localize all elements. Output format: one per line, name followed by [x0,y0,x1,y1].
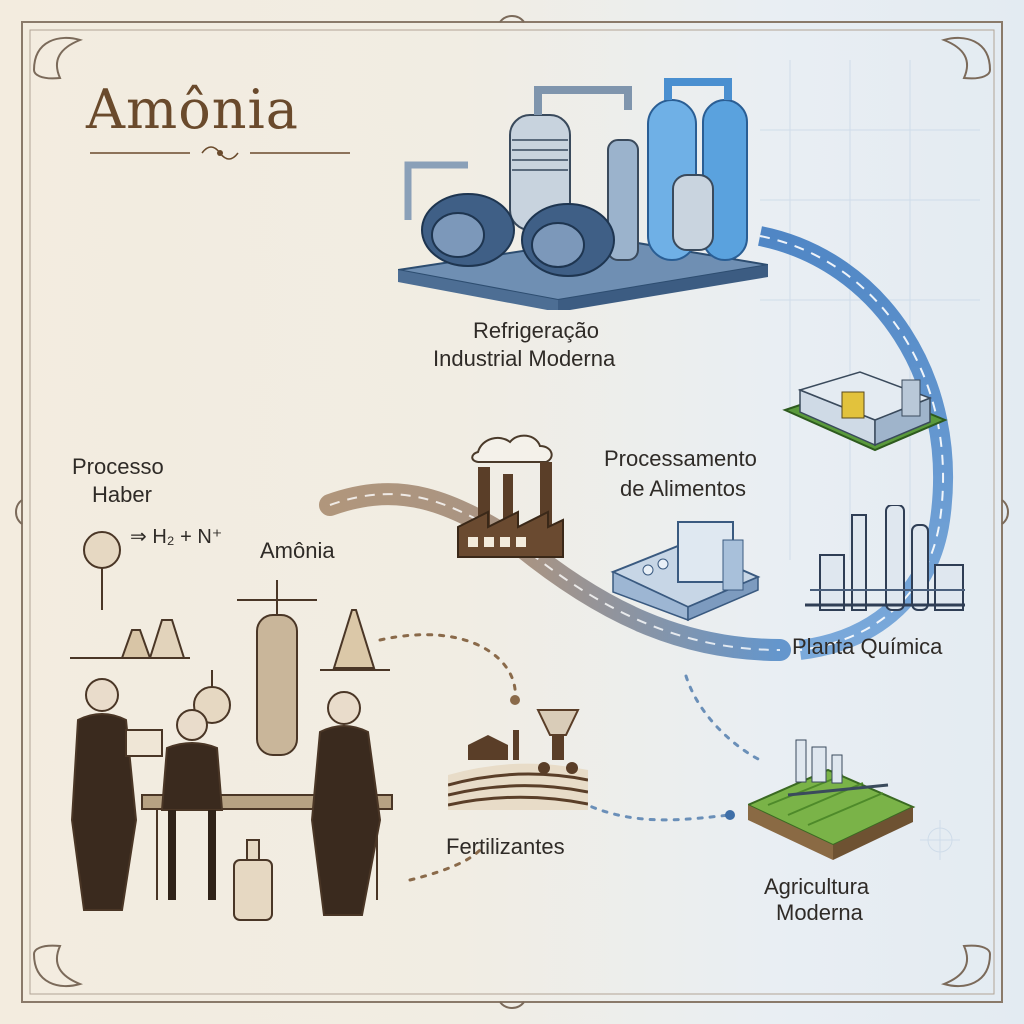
label-chemical-plant: Planta Química [792,634,943,659]
label-agriculture-line2: Moderna [776,900,863,925]
page-title: Amônia [86,78,299,141]
chemical-plant-icon [805,505,965,611]
label-haber-line1: Processo [72,454,164,479]
label-fertilizers: Fertilizantes [446,834,565,859]
factory-icon [457,434,564,558]
chemical-equation: ⇒ H₂ + N⁺ [130,526,223,548]
label-refrigeration-line1: Refrigeração [473,318,599,343]
label-ammonia: Amônia [260,538,335,563]
title-ornament [90,146,350,160]
label-food-line1: Processamento [604,446,757,471]
label-refrigeration-line2: Industrial Moderna [433,346,616,371]
agriculture-field-icon [748,739,916,860]
lab-scientists-illustration [70,531,393,921]
processing-facility-icon [782,371,948,452]
fertilizer-field-icon [448,709,588,810]
label-haber-line2: Haber [92,482,152,507]
food-processing-building-icon [610,521,761,622]
label-food-line2: de Alimentos [620,476,746,501]
label-agriculture-line1: Agricultura [764,874,870,899]
refrigeration-machinery-icon [398,78,768,310]
